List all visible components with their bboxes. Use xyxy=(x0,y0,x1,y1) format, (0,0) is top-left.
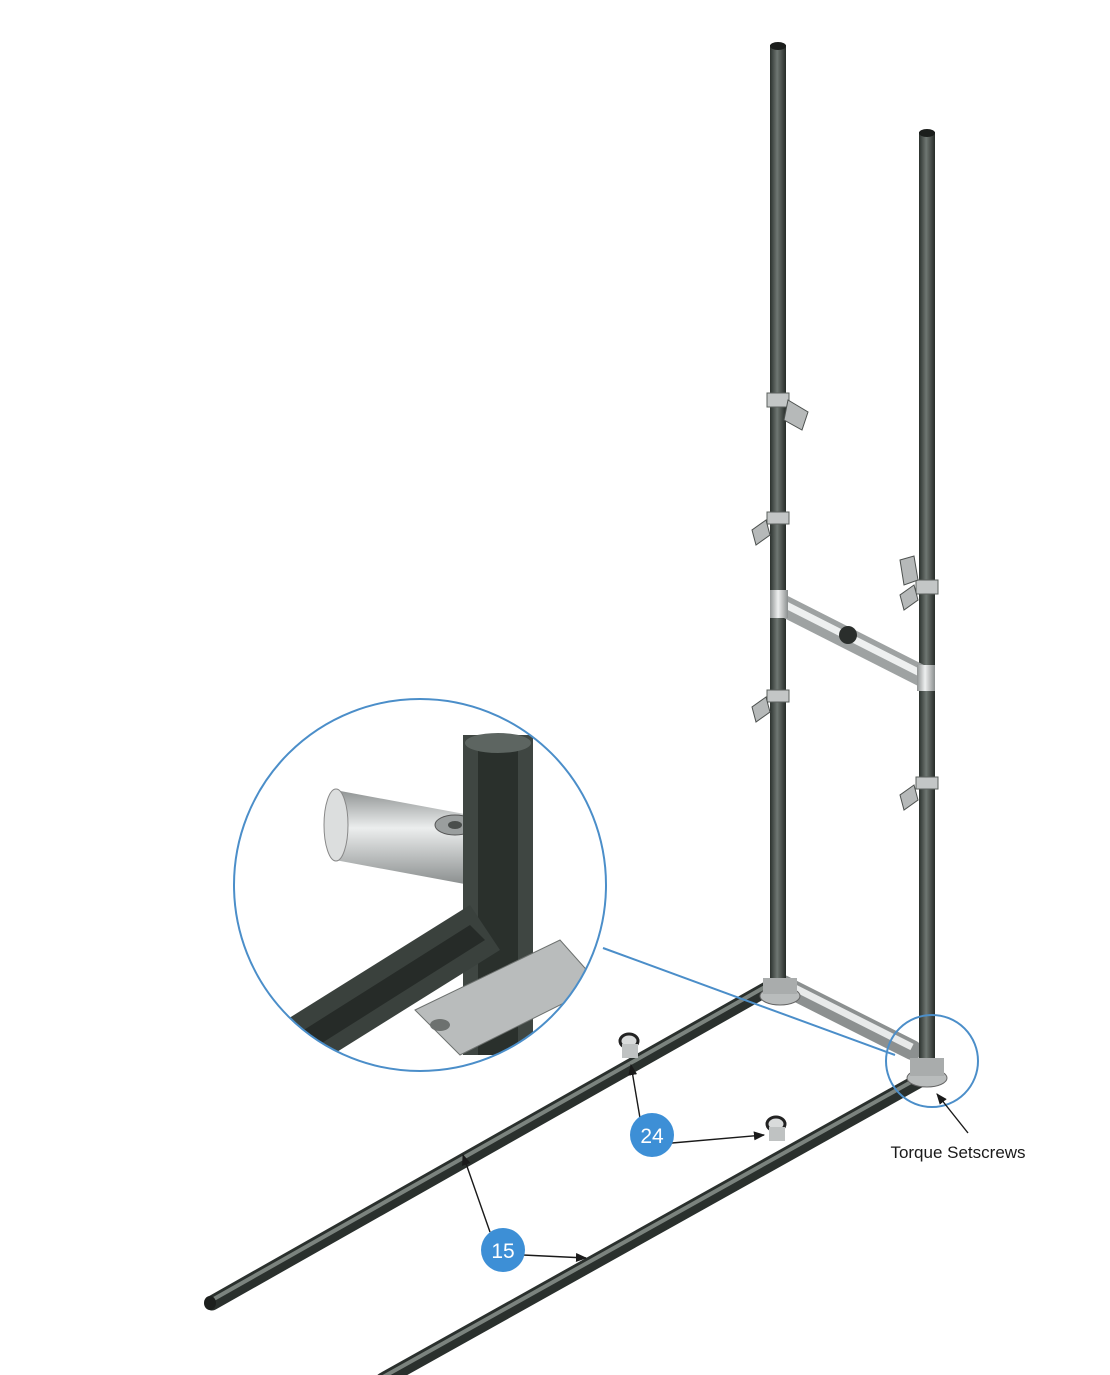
detail-circle xyxy=(233,698,607,1072)
callout-arrows xyxy=(462,1063,969,1262)
floor-pipe-front xyxy=(377,1072,928,1375)
bottom-diagonal-brace xyxy=(773,975,922,1060)
badge-15: 15 xyxy=(481,1228,525,1272)
collar-clamps xyxy=(766,392,939,790)
detail-leader-line xyxy=(602,947,896,1056)
arrow-24-to-left-collar xyxy=(628,1063,641,1119)
svg-text:15: 15 xyxy=(491,1240,514,1263)
upright-post-right xyxy=(919,129,935,1072)
svg-text:24: 24 xyxy=(640,1125,664,1148)
arrow-24-to-front-collar xyxy=(671,1131,766,1144)
floor-pipe-left xyxy=(204,978,780,1311)
floor-pipe-collars xyxy=(618,1032,787,1141)
arrow-15-to-front-pipe xyxy=(522,1253,588,1262)
base-flange-left xyxy=(759,978,801,1006)
detail-view xyxy=(233,698,979,1108)
cross-brace xyxy=(770,590,935,691)
arrow-torque-setscrews xyxy=(936,1093,969,1134)
detail-target-circle xyxy=(885,1014,979,1108)
base-flange-right xyxy=(906,1058,948,1088)
arrow-15-to-left-pipe xyxy=(462,1153,491,1233)
badge-24: 24 xyxy=(630,1113,674,1157)
light-fixtures xyxy=(751,399,919,811)
torque-setscrews-label: Torque Setscrews xyxy=(890,1143,1025,1162)
